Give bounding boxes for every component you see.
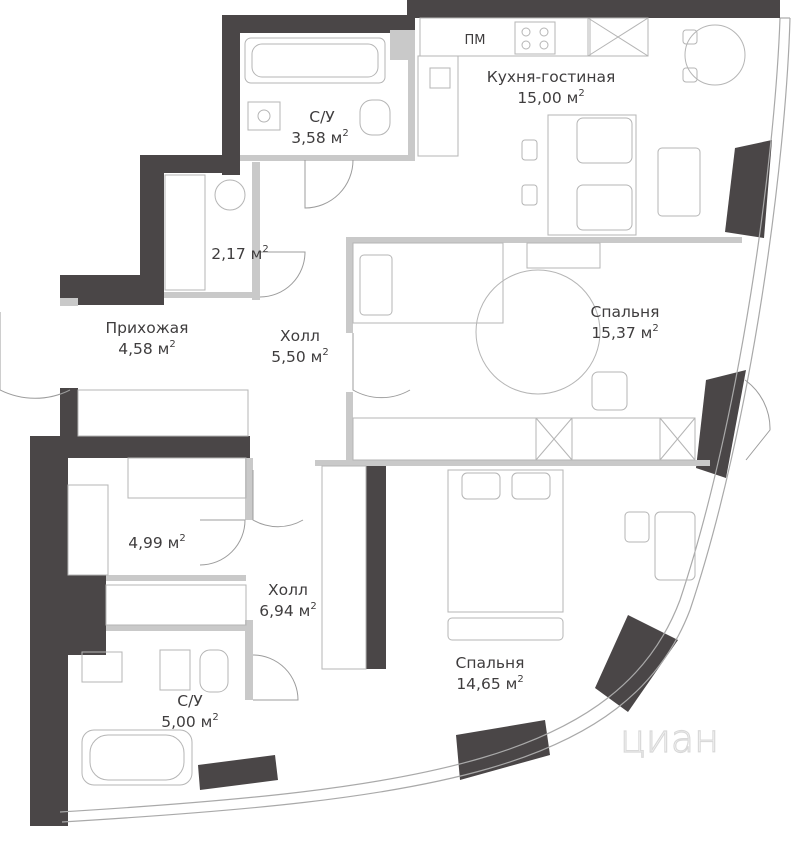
outer-walls: [30, 0, 780, 826]
watermark-text: циан: [620, 717, 719, 761]
room-area: 3,58 м: [291, 129, 342, 147]
unit-superscript: 2: [179, 533, 185, 544]
room-area: 5,50 м: [271, 348, 322, 366]
room-entry-hall: Прихожая 4,58 м2: [105, 319, 188, 358]
doors: [0, 159, 771, 701]
unit-superscript: 2: [310, 601, 316, 612]
dishwasher-label: ПМ: [465, 33, 486, 48]
furniture: [67, 17, 746, 786]
room-area: 15,00 м: [517, 89, 578, 107]
svg-text:15,00 м2: 15,00 м2: [517, 88, 584, 107]
room-area: 6,94 м: [259, 602, 310, 620]
facade-glazing: [59, 17, 791, 823]
room-name: Спальня: [591, 303, 660, 321]
room-area: 15,37 м: [591, 324, 652, 342]
room-closet-1: 2,17 м2: [211, 244, 269, 263]
room-bedroom-1: Спальня 15,37 м2: [591, 303, 660, 342]
room-area: 4,58 м: [118, 340, 169, 358]
room-name: Холл: [280, 327, 320, 345]
unit-superscript: 2: [517, 674, 523, 685]
room-bath-1: С/У 3,58 м2: [291, 108, 349, 147]
unit-superscript: 2: [169, 339, 175, 350]
svg-text:4,99 м2: 4,99 м2: [128, 533, 186, 552]
room-name: Холл: [268, 581, 308, 599]
room-area: 2,17 м: [211, 245, 262, 263]
svg-text:15,37 м2: 15,37 м2: [591, 323, 658, 342]
room-bedroom-2: Спальня 14,65 м2: [456, 654, 525, 693]
svg-text:6,94 м2: 6,94 м2: [259, 601, 317, 620]
room-name: С/У: [177, 692, 203, 710]
partitions: [60, 30, 742, 700]
room-area: 14,65 м: [456, 675, 517, 693]
room-hall-2: Холл 6,94 м2: [259, 581, 317, 620]
unit-superscript: 2: [322, 347, 328, 358]
room-closet-2: 4,99 м2: [128, 533, 186, 552]
room-name: Прихожая: [105, 319, 188, 337]
room-area: 5,00 м: [161, 713, 212, 731]
svg-text:5,50 м2: 5,50 м2: [271, 347, 329, 366]
room-name: Кухня-гостиная: [487, 68, 616, 86]
unit-superscript: 2: [652, 323, 658, 334]
svg-text:4,58 м2: 4,58 м2: [118, 339, 176, 358]
unit-superscript: 2: [212, 712, 218, 723]
room-kitchen: Кухня-гостиная 15,00 м2: [487, 68, 616, 107]
room-bath-2: С/У 5,00 м2: [161, 692, 219, 731]
room-name: С/У: [309, 108, 335, 126]
svg-text:5,00 м2: 5,00 м2: [161, 712, 219, 731]
unit-superscript: 2: [578, 88, 584, 99]
svg-text:14,65 м2: 14,65 м2: [456, 674, 523, 693]
room-name: Спальня: [456, 654, 525, 672]
room-hall-1: Холл 5,50 м2: [271, 327, 329, 366]
room-area: 4,99 м: [128, 534, 179, 552]
svg-text:3,58 м2: 3,58 м2: [291, 128, 349, 147]
unit-superscript: 2: [262, 244, 268, 255]
unit-superscript: 2: [342, 128, 348, 139]
svg-text:2,17 м2: 2,17 м2: [211, 244, 269, 263]
